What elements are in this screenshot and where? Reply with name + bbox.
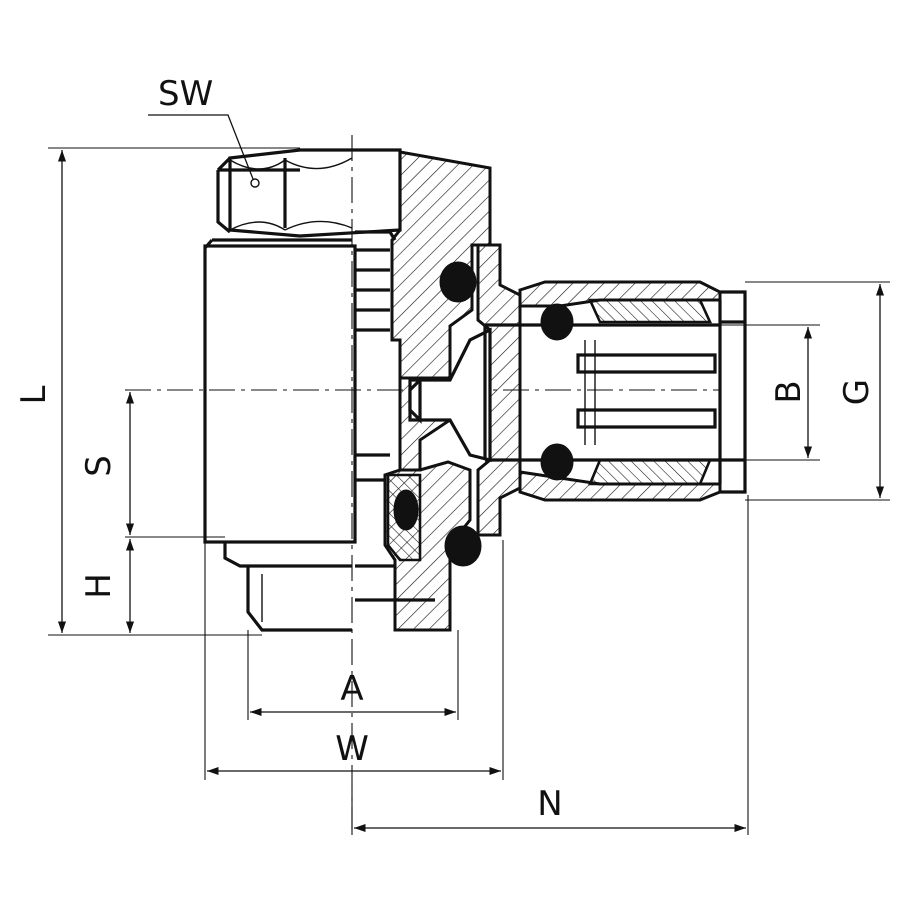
inner-throat	[408, 376, 422, 424]
lower-ring	[223, 542, 352, 568]
label-a: A	[340, 669, 363, 709]
label-n: N	[537, 784, 562, 824]
main-cylinder	[203, 244, 357, 544]
o-ring-housing-top	[439, 261, 477, 303]
hex-nut-curve	[229, 157, 353, 231]
dimension-lines	[57, 114, 885, 833]
label-b: B	[769, 380, 809, 403]
o-ring-port-top	[540, 303, 574, 341]
collet-teeth	[576, 340, 717, 445]
label-sw: SW	[158, 74, 213, 114]
sw-leader	[148, 114, 254, 180]
o-ring-insert	[393, 489, 419, 531]
hex-nut-facet	[216, 156, 300, 234]
extension-lines	[48, 147, 890, 835]
label-w: W	[335, 729, 369, 769]
bore	[483, 323, 720, 462]
label-g: G	[837, 379, 877, 405]
o-ring-housing-bottom	[444, 525, 482, 567]
label-h: H	[79, 573, 119, 599]
flange	[476, 243, 522, 537]
sleeve-inner	[355, 248, 390, 482]
o-rings	[393, 261, 574, 567]
sleeve-step	[355, 230, 435, 602]
thread-stub	[246, 566, 352, 632]
port-section	[476, 243, 747, 537]
end-cap	[718, 290, 747, 494]
sw-reference-point	[250, 178, 260, 188]
label-s: S	[79, 455, 119, 477]
collet-upper	[587, 298, 713, 324]
dimension-labels: SW L S H A W N B G	[14, 74, 877, 824]
label-l: L	[14, 385, 54, 404]
end-cap-inner	[720, 320, 745, 462]
collet-lower	[588, 458, 712, 486]
hex-nut	[228, 148, 402, 238]
o-ring-port-bottom	[540, 443, 574, 481]
